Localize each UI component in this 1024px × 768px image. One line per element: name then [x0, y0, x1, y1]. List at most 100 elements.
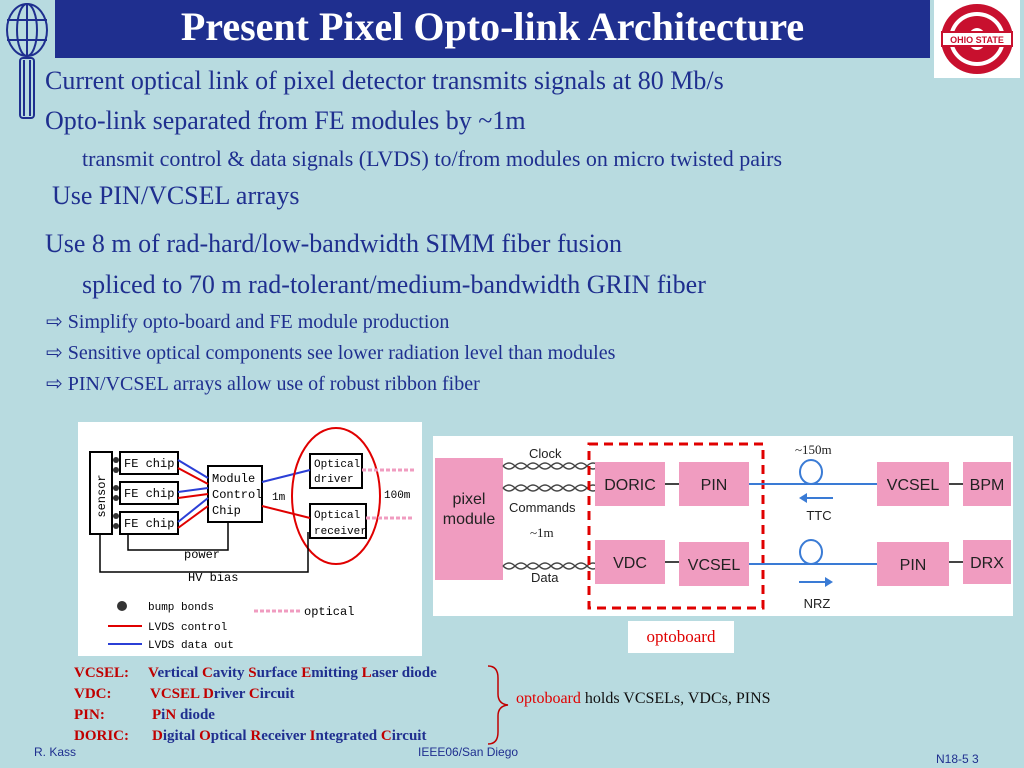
glossary-doric: DORIC: Digital Optical Receiver Integrate… [74, 728, 437, 749]
distance-1m-label: ~1m [530, 525, 554, 540]
glossary-word-rest: ertical [157, 665, 203, 681]
pin-top-box [679, 462, 749, 506]
hv-bias-label: HV bias [188, 571, 238, 585]
arrow-right-icon: ⇨ [46, 373, 63, 395]
sensor-label: sensor [95, 474, 109, 517]
mcc-box [207, 465, 263, 523]
glossary-word-rest: ircuit [259, 686, 295, 702]
glossary-vdc: VDC:VCSEL Driver Circuit [74, 686, 437, 707]
mcc-label-2: Control [212, 488, 262, 502]
fe-chip-2 [119, 481, 179, 505]
footer-page-number: N18-5 3 [936, 752, 979, 766]
optical-receiver-label-2: receiver [314, 526, 367, 538]
glossary-word-rest: aser diode [371, 665, 437, 681]
title-bar: Present Pixel Opto-link Architecture [55, 0, 930, 58]
pixel-module-box [435, 458, 503, 580]
power-label: power [184, 548, 220, 562]
module-diagram-svg: sensor FE chip FE chip FE chip Module Co… [89, 427, 414, 652]
fe-chip-1 [119, 451, 179, 475]
optoboard-outline [587, 442, 765, 610]
glossary-vcsel-key: VCSEL: [74, 665, 130, 681]
mcc-label-1: Module [212, 472, 255, 486]
mcc-label-3: Chip [212, 504, 241, 518]
pin-right-label: PIN [900, 557, 927, 574]
glossary-initial: L [361, 665, 372, 681]
arrow-right-icon: ⇨ [46, 311, 63, 333]
arrow-right-icon: ⇨ [46, 342, 63, 364]
bpm-box [963, 462, 1011, 506]
vcsel-bottom-box [679, 542, 749, 586]
glossary-initial: V [148, 665, 158, 681]
footer-event: IEEE06/San Diego [418, 745, 519, 759]
optical-receiver-label-1: Optical [314, 510, 360, 522]
doric-box [595, 462, 665, 506]
pin-top-label: PIN [701, 477, 728, 494]
vdc-label: VDC [613, 555, 647, 572]
optical-receiver-box [309, 503, 367, 539]
glossary-vdc-key: VDC: [74, 686, 112, 702]
page-title: Present Pixel Opto-link Architecture [180, 4, 805, 49]
optoboard-label: optoboard [628, 621, 734, 653]
glossary-word-rest: ntegrated [315, 728, 381, 744]
glossary: VCSEL: Vertical Cavity Surface Emitting L… [74, 665, 437, 749]
glossary-initial: P [152, 707, 162, 723]
data-label: Data [531, 570, 559, 585]
arrow-bullet-2: ⇨ Sensitive optical components see lower… [46, 340, 615, 365]
summary-optoboard: optoboard [516, 690, 581, 707]
bullet-1: Current optical link of pixel detector t… [45, 66, 724, 95]
doric-label: DORIC [604, 477, 656, 494]
glossary-vcsel-definition: Vertical Cavity Surface Emitting Laser d… [148, 665, 437, 681]
optical-driver-label-2: driver [314, 474, 354, 486]
glossary-initial: D [202, 686, 214, 702]
glossary-doric-definition: Digital Optical Receiver Integrated Circ… [152, 728, 426, 744]
glossary-word-rest: ptical [210, 728, 251, 744]
sensor-box [89, 451, 113, 535]
optolink-diagram: pixel module Clock Commands Data ~1m DOR… [433, 436, 1013, 616]
glossary-initial: N [165, 707, 177, 723]
bpm-label: BPM [970, 477, 1005, 494]
glossary-pin-definition: PiN diode [152, 707, 215, 723]
arrow-bullet-2-text: Sensitive optical components see lower r… [67, 342, 616, 364]
glossary-word-rest: ircuit [391, 728, 427, 744]
distance-100m-label: 100m [384, 490, 411, 502]
commands-label: Commands [509, 500, 576, 515]
optical-driver-label-1: Optical [314, 459, 360, 471]
optolink-diagram-svg: pixel module Clock Commands Data ~1m DOR… [435, 442, 1011, 611]
fe-chip-2-label: FE chip [124, 487, 174, 501]
brace-icon [487, 665, 509, 745]
distance-1m-label: 1m [272, 492, 286, 504]
footer-author: R. Kass [34, 745, 77, 759]
glossary-initial: C [380, 728, 392, 744]
bullet-2: Opto-link separated from FE modules by ~… [45, 106, 526, 135]
distance-150m-label: ~150m [795, 442, 832, 457]
fe-chip-1-label: FE chip [124, 457, 174, 471]
bullet-4: Use 8 m of rad-hard/low-bandwidth SIMM f… [45, 229, 622, 258]
vcsel-bottom-label: VCSEL [688, 557, 741, 574]
glossary-doric-key: DORIC: [74, 728, 129, 744]
glossary-initial: V [150, 686, 161, 702]
arrow-bullet-3: ⇨ PIN/VCSEL arrays allow use of robust r… [46, 371, 480, 396]
glossary-initial: I [309, 728, 316, 744]
module-diagram: sensor FE chip FE chip FE chip Module Co… [78, 422, 422, 656]
glossary-word-rest: diode [176, 707, 215, 723]
vdc-box [595, 540, 665, 584]
bullet-4-sub: spliced to 70 m rad-tolerant/medium-band… [82, 270, 706, 299]
glossary-initial: S [248, 665, 257, 681]
vcsel-right-box [877, 462, 949, 506]
vcsel-right-label: VCSEL [887, 477, 940, 494]
glossary-word-rest: river [213, 686, 249, 702]
arrow-bullet-3-text: PIN/VCSEL arrays allow use of robust rib… [67, 373, 480, 395]
legend-lvds-data-out: LVDS data out [148, 640, 234, 652]
arrow-bullet-1: ⇨ Simplify opto-board and FE module prod… [46, 309, 449, 334]
glossary-initial: D [152, 728, 163, 744]
glossary-initial: C [248, 686, 260, 702]
ohio-state-logo-icon: OHIO STATE [934, 0, 1020, 78]
clock-label: Clock [529, 446, 562, 461]
glossary-vdc-definition: VCSEL Driver Circuit [150, 686, 294, 702]
glossary-word-rest: mitting [311, 665, 362, 681]
glossary-word-rest: i [161, 707, 166, 723]
ttc-label: TTC [806, 508, 831, 523]
drx-label: DRX [970, 555, 1004, 572]
legend-optical: optical [304, 605, 354, 619]
glossary-initial: E [301, 665, 312, 681]
